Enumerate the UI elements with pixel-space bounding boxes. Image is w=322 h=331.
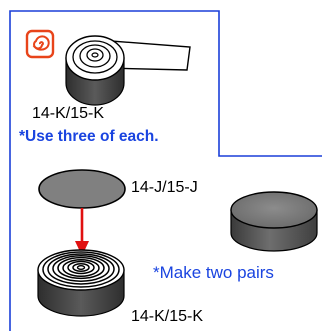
- middle-part-label: 14-J/15-J: [131, 179, 198, 196]
- top-part-label: 14-K/15-K: [32, 105, 105, 122]
- strip-roll-part: [65, 35, 191, 106]
- bottom-part-note: *Make two pairs: [153, 263, 274, 282]
- insert-arrow: [75, 208, 89, 256]
- flat-disk-part: [38, 169, 126, 209]
- spiral-warning-icon: [25, 29, 55, 59]
- coiled-roll-part: [37, 249, 125, 317]
- top-part-note: *Use three of each.: [19, 128, 159, 145]
- cylinder-disk-part: [230, 191, 318, 252]
- section-frame: [9, 10, 322, 331]
- bottom-part-label: 14-K/15-K: [131, 308, 204, 325]
